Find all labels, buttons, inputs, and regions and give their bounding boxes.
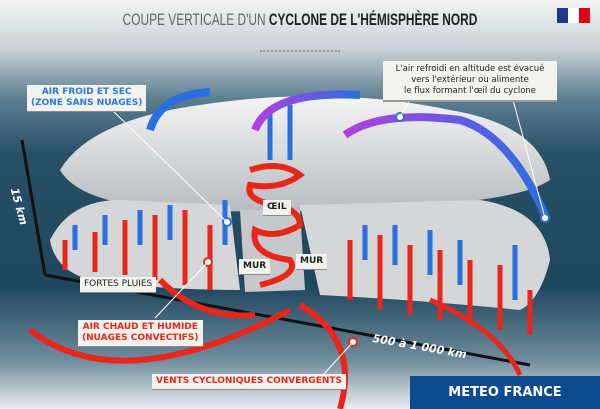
outflow-right-arrow	[342, 113, 549, 217]
label-air-froid-line2: (ZONE SANS NUAGES)	[31, 98, 143, 108]
converging-wind-mid	[157, 277, 256, 319]
label-air-chaud-line1: AIR CHAUD ET HUMIDE	[82, 322, 198, 332]
republique-francaise-logo	[557, 8, 590, 23]
label-air-chaud-line2: (NUAGES CONVECTIFS)	[82, 333, 199, 343]
converging-wind-bottom	[298, 302, 348, 409]
note-line2: vers l'extérieur ou alimente	[411, 75, 529, 85]
label-oeil: ŒIL	[263, 200, 291, 215]
label-air-froid-line1: AIR FROID ET SEC	[41, 87, 132, 97]
label-fortes-pluies: FORTES PLUIES	[80, 277, 157, 292]
label-outflow-note: L'air refroidi en altitude est évacué ve…	[383, 61, 557, 102]
converging-wind-right	[429, 297, 523, 377]
note-line1: L'air refroidi en altitude est évacué	[395, 64, 545, 74]
meteo-france-brand: METEO FRANCE	[410, 376, 600, 409]
title-bold: CYCLONE DE L'HÉMISPHÈRE NORD	[268, 10, 478, 29]
label-air-froid: AIR FROID ET SEC (ZONE SANS NUAGES)	[27, 85, 147, 111]
height-axis	[20, 139, 47, 276]
converging-wind-left	[28, 307, 292, 364]
warm-updrafts	[62, 210, 533, 335]
label-vents-convergents: VENTS CYCLONIQUES CONVERGENTS	[152, 374, 346, 389]
title-light: COUPE VERTICALE D'UN	[122, 10, 266, 29]
cloud-top	[60, 96, 550, 212]
label-mur-right: MUR	[296, 254, 328, 269]
page-title: COUPE VERTICALE D'UN CYCLONE DE L'HÉMISP…	[90, 10, 510, 30]
outflow-left-arrow	[146, 88, 211, 132]
label-mur-left: MUR	[239, 259, 271, 274]
outflow-mid-arrow	[251, 90, 361, 132]
label-air-chaud: AIR CHAUD ET HUMIDE (NUAGES CONVECTIFS)	[78, 320, 203, 346]
note-line3: le flux formant l'œil du cyclone	[403, 86, 537, 96]
eye-spiral	[246, 163, 306, 288]
title-divider	[260, 50, 340, 52]
